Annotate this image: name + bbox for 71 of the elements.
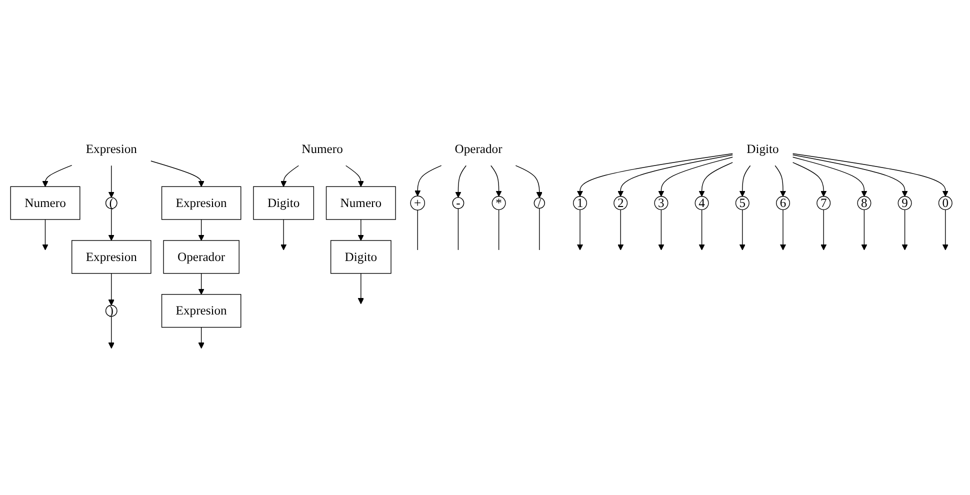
node-circle: 9 <box>898 196 912 210</box>
connector <box>498 209 500 250</box>
node-circle: 5 <box>735 196 750 210</box>
arrow <box>108 316 114 349</box>
arrow <box>198 273 204 295</box>
node-circle: ) <box>105 304 118 317</box>
arrow <box>792 153 948 197</box>
node-box: Expresion <box>72 240 152 274</box>
node-box: Operador <box>163 240 240 274</box>
arrow <box>576 209 584 250</box>
arrow <box>618 209 624 250</box>
node-circle: 6 <box>776 196 790 210</box>
arrow <box>455 165 466 198</box>
node-text: Operador <box>454 142 502 156</box>
arrow <box>739 165 751 197</box>
node-circle: 1 <box>573 196 587 210</box>
connector <box>539 208 540 250</box>
arrow <box>618 154 733 197</box>
node-circle: 2 <box>614 196 628 210</box>
node-circle: 0 <box>938 196 952 210</box>
arrow <box>358 219 364 241</box>
arrow <box>150 160 204 187</box>
arrow <box>739 209 746 250</box>
arrow <box>358 273 364 304</box>
arrow <box>515 165 542 198</box>
arrow <box>490 165 502 197</box>
connector <box>458 208 459 250</box>
arrow <box>792 162 827 197</box>
arrow <box>576 153 733 197</box>
arrow <box>820 209 827 250</box>
node-circle: ( <box>105 197 118 209</box>
arrow <box>774 165 786 197</box>
arrow <box>42 164 72 187</box>
node-box: Expresion <box>161 186 242 220</box>
node-box: Expresion <box>161 294 242 328</box>
node-circle: 8 <box>857 196 872 210</box>
node-box: Digito <box>330 240 392 274</box>
connector <box>417 210 418 250</box>
node-box: Numero <box>10 186 80 220</box>
arrow <box>698 209 705 250</box>
node-text: Digito <box>746 142 779 156</box>
arrow <box>346 165 364 187</box>
arrow <box>108 273 114 306</box>
arrow <box>658 156 733 197</box>
arrow <box>108 165 114 198</box>
arrow <box>198 326 204 349</box>
node-circle: - <box>452 197 464 209</box>
node-text: Numero <box>302 142 343 156</box>
arrow <box>108 208 114 241</box>
arrow <box>792 154 908 197</box>
arrow <box>942 209 948 250</box>
node-circle: 4 <box>694 196 709 210</box>
node-circle: + <box>410 196 426 210</box>
node-circle: 3 <box>654 196 668 210</box>
node-circle: / <box>534 197 546 209</box>
arrow <box>198 219 204 241</box>
arrow <box>658 209 664 250</box>
arrow <box>280 165 299 187</box>
arrow <box>280 219 287 250</box>
arrow <box>792 156 868 197</box>
node-circle: * <box>492 196 506 210</box>
node-text: Expresion <box>86 142 137 156</box>
arrow <box>698 162 733 197</box>
node-circle: 7 <box>816 196 831 210</box>
arrow <box>902 209 908 250</box>
arrow <box>861 209 868 250</box>
arrow <box>42 219 48 250</box>
arrow <box>780 209 786 250</box>
arrow <box>414 165 442 196</box>
node-box: Digito <box>253 186 314 220</box>
node-box: Numero <box>326 186 396 220</box>
